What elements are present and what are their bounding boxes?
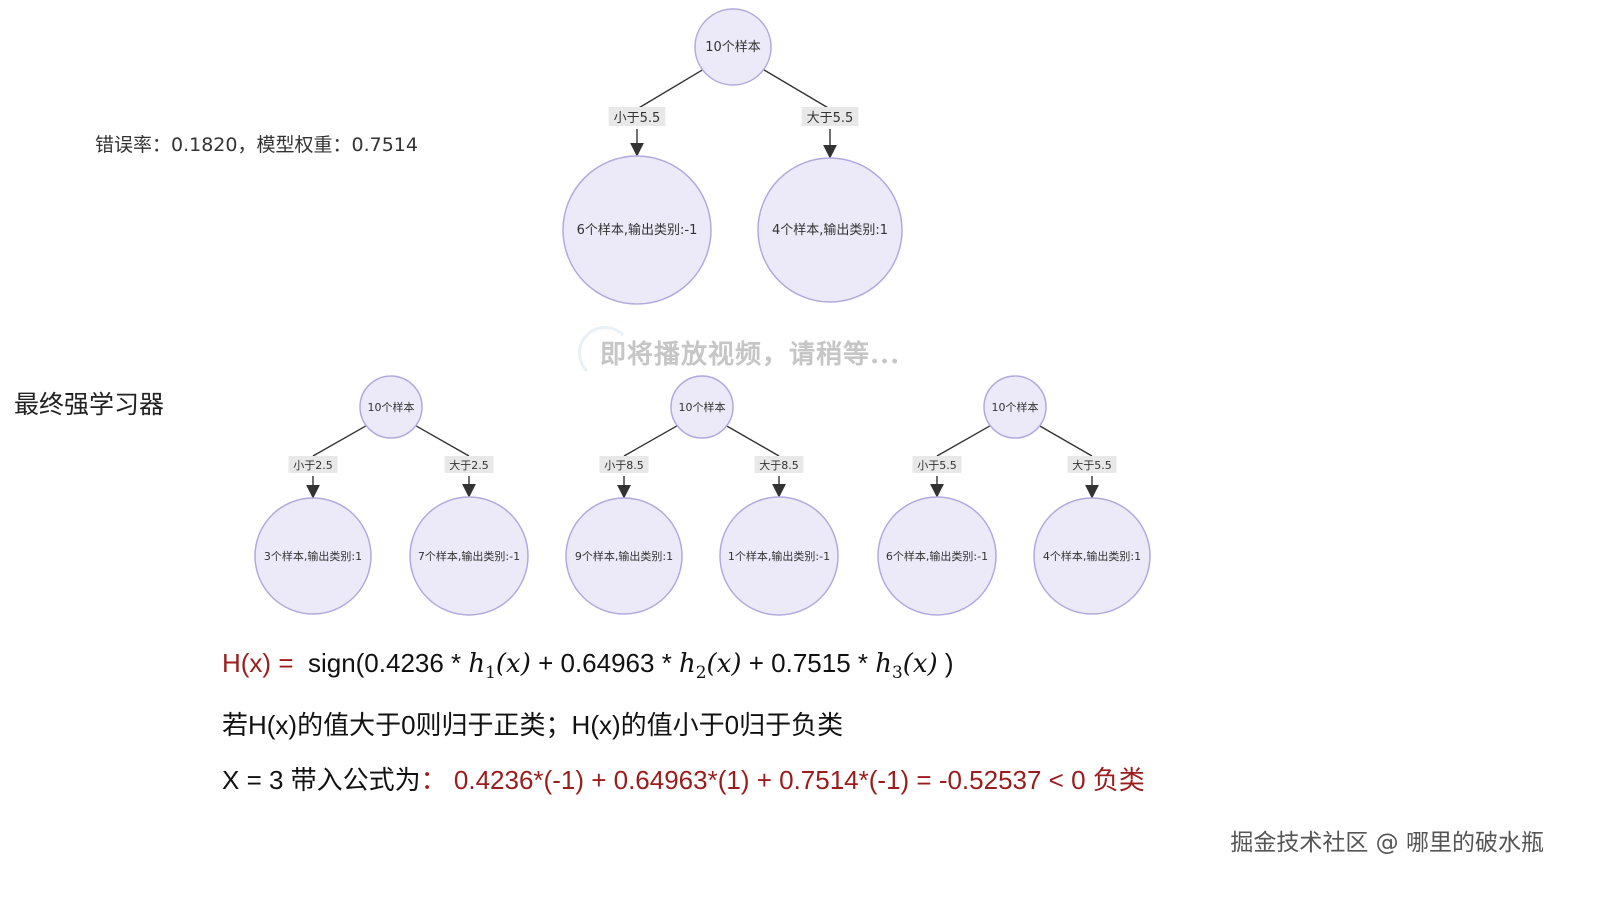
tree-h3-edge-label-bg-right: [1067, 456, 1117, 473]
tree-top-edge-label-bg-left: [608, 107, 666, 126]
tree-top-leaf-label-right: 4个样本,输出类别:1: [772, 222, 888, 238]
watermark: 掘金技术社区 @ 哪里的破水瓶: [1230, 830, 1544, 856]
tree-h3-edge-label-right: 大于5.5: [1072, 458, 1112, 472]
tree-h1-leaf-label-right: 7个样本,输出类别:-1: [418, 549, 520, 563]
tree-h3-root-node: [983, 375, 1047, 439]
tree-h3-root-label: 10个样本: [992, 400, 1039, 414]
tree-top-edge-right: [763, 69, 831, 110]
tree-h1-leaf-label-left: 3个样本,输出类别:1: [264, 549, 362, 563]
formula-plus-2: + 0.64963 *: [530, 648, 680, 678]
tree-top-leaf-node-right: [757, 157, 903, 303]
tree-h2-leaf-node-right: [719, 496, 839, 616]
tree-h2-edge-left: [623, 425, 678, 457]
tree-h3-leaf-node-right: [1033, 497, 1151, 615]
tree-top-root-node: [694, 8, 772, 86]
tree-h2-leaf-node-left: [565, 497, 683, 615]
tree-h3-edge-right: [1039, 425, 1093, 457]
section-title: 最终强学习器: [14, 390, 165, 419]
tree-h1-edge-label-bg-left: [288, 456, 338, 473]
tree-h3-edge-label-bg-left: [912, 456, 962, 473]
video-loading-overlay: 即将播放视频，请稍等...: [600, 340, 901, 370]
tree-h3-edge-label-left: 小于5.5: [917, 459, 957, 472]
tree-h1-edge-label-bg-right: [444, 456, 494, 473]
formula-lhs: H(x) =: [222, 648, 294, 678]
formula-sign-open: sign(0.4236 *: [307, 648, 469, 678]
classification-rule: 若H(x)的值大于0则归于正类；H(x)的值小于0归于负类: [222, 710, 844, 740]
h1-term: h1(x): [468, 649, 531, 683]
tree-h2-root-label: 10个样本: [679, 400, 726, 414]
tree-top-edge-label-left: 小于5.5: [614, 111, 661, 126]
strong-learner-formula: H(x) = sign(0.4236 * h1(x) + 0.64963 * h…: [222, 648, 954, 682]
tree-h1-leaf-node-right: [409, 496, 529, 616]
loading-spinner-icon: [578, 326, 632, 380]
h3-term: h3(x): [875, 649, 938, 683]
tree-h1-edge-left: [312, 425, 367, 457]
tree-top-leaf-label-left: 6个样本,输出类别:-1: [577, 222, 698, 238]
tree-h1-edge-label-left: 小于2.5: [293, 459, 333, 472]
tree-top-edge-label-bg-right: [801, 107, 859, 126]
formula-close: ): [937, 648, 954, 678]
tree-h2-root-node: [670, 375, 734, 439]
tree-top-edge-left: [636, 69, 703, 110]
tree-top-root-label: 10个样本: [705, 40, 761, 55]
tree-h1-leaf-node-left: [254, 497, 372, 615]
tree-h3-leaf-label-right: 4个样本,输出类别:1: [1043, 549, 1141, 563]
tree-h2-edge-label-bg-right: [754, 456, 804, 473]
error-rate-weight-text: 错误率：0.1820，模型权重：0.7514: [95, 134, 418, 156]
tree-h1-root-node: [359, 375, 423, 439]
example-computation: X = 3 带入公式为： 0.4236*(-1) + 0.64963*(1) +…: [222, 760, 1145, 797]
tree-h2-leaf-label-left: 9个样本,输出类别:1: [575, 549, 673, 563]
h2-term: h2(x): [679, 649, 742, 683]
tree-h3-edge-left: [936, 425, 991, 457]
tree-top-leaf-node-left: [562, 155, 712, 305]
formula-plus-3: + 0.7515 *: [741, 648, 876, 678]
tree-h3-leaf-node-left: [877, 496, 997, 616]
tree-h2-leaf-label-right: 1个样本,输出类别:-1: [728, 549, 830, 563]
tree-h1-edge-right: [415, 425, 470, 457]
tree-top-edge-label-right: 大于5.5: [807, 111, 854, 126]
tree-h2-edge-label-bg-left: [599, 456, 649, 473]
example-prefix: X = 3 带入公式为: [222, 765, 421, 795]
tree-h2-edge-right: [726, 425, 780, 457]
tree-h3-leaf-label-left: 6个样本,输出类别:-1: [886, 549, 988, 563]
tree-h2-edge-label-left: 小于8.5: [604, 459, 644, 472]
tree-h1-edge-label-right: 大于2.5: [449, 458, 489, 472]
tree-h2-edge-label-right: 大于8.5: [759, 458, 799, 472]
example-result: ： 0.4236*(-1) + 0.64963*(1) + 0.7514*(-1…: [420, 765, 1145, 795]
tree-h1-root-label: 10个样本: [368, 400, 415, 414]
